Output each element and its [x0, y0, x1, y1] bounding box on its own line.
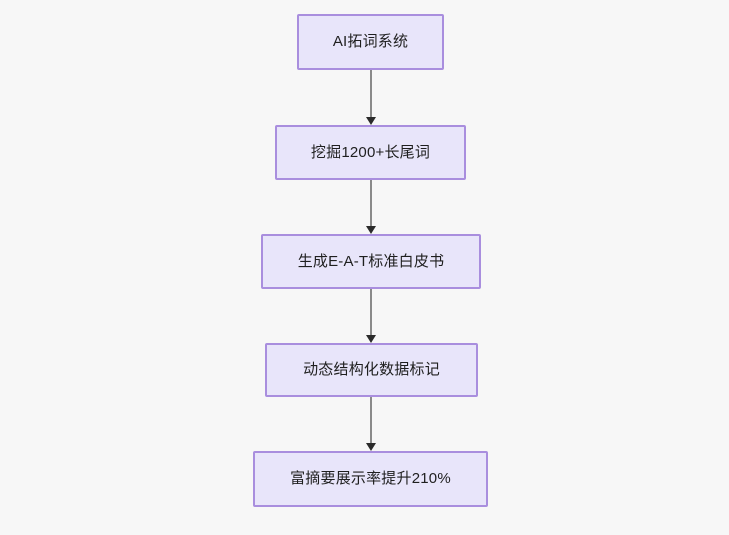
- flow-node-label: AI拓词系统: [332, 33, 409, 50]
- flow-node-generate-eat-whitepaper[interactable]: 生成E-A-T标准白皮书: [261, 234, 481, 289]
- flow-node-label: 动态结构化数据标记: [303, 361, 440, 378]
- flow-node-label: 生成E-A-T标准白皮书: [297, 252, 445, 270]
- flow-node-mine-longtail-keywords[interactable]: 挖掘1200+长尾词: [275, 125, 466, 180]
- flow-node-label: 富摘要展示率提升210%: [290, 470, 451, 487]
- flow-node-label: 挖掘1200+长尾词: [310, 143, 431, 161]
- flow-edge-n3-n4: [370, 289, 372, 335]
- flow-edge-n1-n2: [370, 70, 372, 117]
- flow-node-dynamic-structured-data-markup[interactable]: 动态结构化数据标记: [265, 343, 478, 397]
- flow-node-ai-keyword-system[interactable]: AI拓词系统: [297, 14, 444, 70]
- flow-edge-n2-n3: [370, 180, 372, 226]
- arrow-down-icon: [366, 443, 376, 451]
- flow-node-rich-snippet-impression-lift[interactable]: 富摘要展示率提升210%: [253, 451, 488, 507]
- flow-edge-n4-n5: [370, 397, 372, 443]
- arrow-down-icon: [366, 117, 376, 125]
- arrow-down-icon: [366, 335, 376, 343]
- arrow-down-icon: [366, 226, 376, 234]
